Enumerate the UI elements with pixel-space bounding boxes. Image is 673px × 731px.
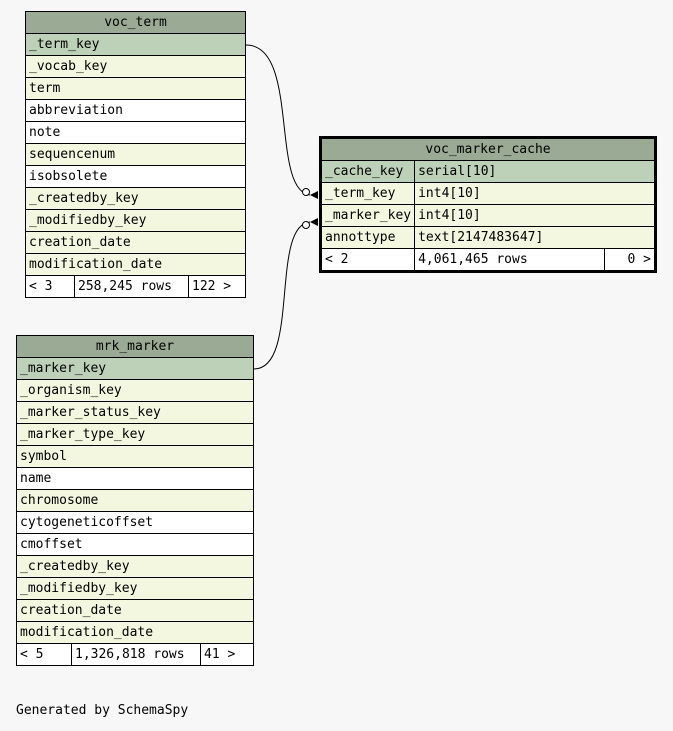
column-name: _modifiedby_key <box>25 209 246 232</box>
children-count[interactable]: 122 > <box>188 275 246 298</box>
table-mrk-marker[interactable]: mrk_marker _marker_key_organism_key_mark… <box>16 335 254 666</box>
column-name: note <box>25 121 246 144</box>
parents-count[interactable]: < 2 <box>319 248 416 272</box>
edge-marker-key-arrow-icon <box>310 218 318 226</box>
column-row-creation-date[interactable]: creation_date <box>16 599 254 622</box>
column-row-modifiedby-key[interactable]: _modifiedby_key <box>16 577 254 600</box>
column-row-modifiedby-key[interactable]: _modifiedby_key <box>25 209 246 232</box>
children-count[interactable]: 0 > <box>603 248 657 272</box>
column-row-symbol[interactable]: symbol <box>16 445 254 468</box>
column-name: _marker_type_key <box>16 423 254 446</box>
column-row-createdby-key[interactable]: _createdby_key <box>16 555 254 578</box>
edge-marker-key-crowfoot-icon <box>302 221 310 229</box>
edge-term-key-crowfoot-icon <box>302 188 310 196</box>
edge-term-key[interactable] <box>245 44 311 196</box>
column-name: _cache_key <box>319 160 416 183</box>
column-list: _marker_key_organism_key_marker_status_k… <box>16 357 254 644</box>
column-row-term-key[interactable]: _term_key <box>25 33 246 56</box>
column-name: creation_date <box>25 231 246 254</box>
column-name: _organism_key <box>16 379 254 402</box>
column-row-organism-key[interactable]: _organism_key <box>16 379 254 402</box>
column-name: _modifiedby_key <box>16 577 254 600</box>
column-row-name[interactable]: name <box>16 467 254 490</box>
column-name: abbreviation <box>25 99 246 122</box>
column-row-note[interactable]: note <box>25 121 246 144</box>
parents-count[interactable]: < 3 <box>25 275 75 298</box>
row-count: 1,326,818 rows <box>71 643 201 666</box>
column-name: annottype <box>319 226 416 249</box>
column-name: name <box>16 467 254 490</box>
row-count: 4,061,465 rows <box>414 248 605 272</box>
table-footer: < 5 1,326,818 rows 41 > <box>16 643 254 666</box>
table-footer: < 3 258,245 rows 122 > <box>25 275 246 298</box>
edge-term-key-arrow-icon <box>310 191 318 199</box>
column-name: symbol <box>16 445 254 468</box>
column-row-marker-type-key[interactable]: _marker_type_key <box>16 423 254 446</box>
column-type: text[2147483647] <box>414 226 656 249</box>
column-type: serial[10] <box>414 160 656 183</box>
children-count[interactable]: 41 > <box>200 643 254 666</box>
column-row-cmoffset[interactable]: cmoffset <box>16 533 254 556</box>
column-name: _marker_key <box>319 204 416 227</box>
column-name: isobsolete <box>25 165 246 188</box>
column-row-sequencenum[interactable]: sequencenum <box>25 143 246 166</box>
column-row-cytogeneticoffset[interactable]: cytogeneticoffset <box>16 511 254 534</box>
table-footer: < 2 4,061,465 rows 0 > <box>319 248 657 272</box>
column-row-abbreviation[interactable]: abbreviation <box>25 99 246 122</box>
generated-by-note: Generated by SchemaSpy <box>16 703 189 718</box>
column-name: _createdby_key <box>16 555 254 578</box>
edge-marker-key[interactable] <box>253 221 311 370</box>
column-name: _marker_key <box>16 357 254 380</box>
row-count: 258,245 rows <box>74 275 189 298</box>
column-name: cytogeneticoffset <box>16 511 254 534</box>
column-row-creation-date[interactable]: creation_date <box>25 231 246 254</box>
column-name: sequencenum <box>25 143 246 166</box>
column-name: creation_date <box>16 599 254 622</box>
column-row-marker-key[interactable]: _marker_key <box>16 357 254 380</box>
column-name: cmoffset <box>16 533 254 556</box>
column-row-modification-date[interactable]: modification_date <box>25 253 246 276</box>
column-type: int4[10] <box>414 204 656 227</box>
column-name: _term_key <box>25 33 246 56</box>
table-title: mrk_marker <box>16 335 254 358</box>
column-row-isobsolete[interactable]: isobsolete <box>25 165 246 188</box>
column-name: modification_date <box>25 253 246 276</box>
parents-count[interactable]: < 5 <box>16 643 72 666</box>
